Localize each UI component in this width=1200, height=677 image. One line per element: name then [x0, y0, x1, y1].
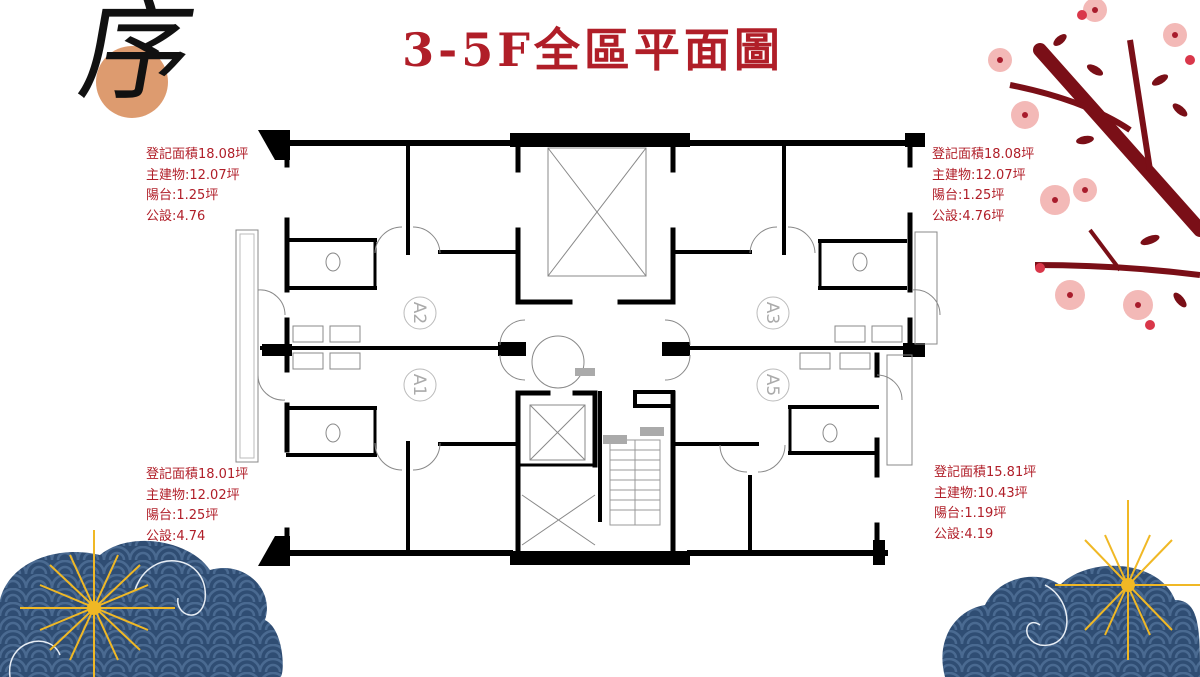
- common-area: 公設:4.74: [146, 528, 206, 544]
- balcony-area: 陽台:1.25坪: [146, 508, 219, 523]
- main-building-area: 主建物:12.02坪: [146, 487, 240, 503]
- unit-label-a3: A3: [762, 302, 782, 324]
- unit-label-a1: A1: [409, 374, 429, 396]
- logo-sun-circle: [96, 46, 168, 118]
- unit-info-a1: 登記面積18.01坪 主建物:12.02坪 陽台:1.25坪 公設:4.74: [146, 465, 248, 547]
- unit-info-a5: 登記面積15.81坪 主建物:10.43坪 陽台:1.19坪 公設:4.19: [934, 463, 1036, 545]
- balcony-area: 陽台:1.25坪: [932, 188, 1005, 203]
- balcony-area: 陽台:1.19坪: [934, 506, 1007, 521]
- unit-label-a2: A2: [409, 302, 429, 324]
- unit-info-a3: 登記面積18.08坪 主建物:12.07坪 陽台:1.25坪 公設:4.76坪: [932, 145, 1034, 227]
- common-area: 公設:4.19: [934, 526, 994, 542]
- registered-area: 登記面積18.08坪: [146, 147, 249, 162]
- main-building-area: 主建物:12.07坪: [146, 167, 240, 183]
- main-building-area: 主建物:12.07坪: [932, 167, 1026, 183]
- unit-label-a5: A5: [762, 374, 782, 396]
- registered-area: 登記面積15.81坪: [934, 465, 1037, 480]
- calligraphy-logo: 序: [70, 0, 203, 132]
- unit-info-a2: 登記面積18.08坪 主建物:12.07坪 陽台:1.25坪 公設:4.76: [146, 145, 248, 227]
- page-title: 3-5F全區平面圖: [402, 23, 784, 77]
- main-building-area: 主建物:10.43坪: [934, 485, 1028, 501]
- balcony-area: 陽台:1.25坪: [146, 188, 219, 203]
- registered-area: 登記面積18.01坪: [146, 467, 249, 482]
- registered-area: 登記面積18.08坪: [932, 147, 1035, 162]
- common-area: 公設:4.76坪: [932, 208, 1005, 224]
- common-area: 公設:4.76: [146, 208, 206, 224]
